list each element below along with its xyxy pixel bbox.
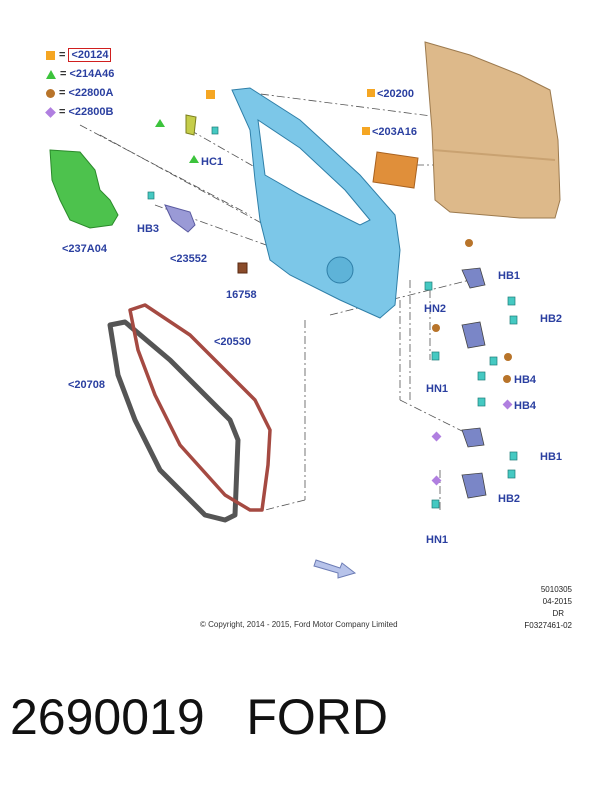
door-exploded-diagram: <20200 <203A16 HC1 HB3 <237A04 <23552 16…	[49, 41, 562, 579]
label-door-shell: <20200	[377, 88, 414, 100]
latch-part	[164, 204, 196, 233]
outer-seal-part	[107, 319, 241, 523]
equals-sign: =	[59, 106, 66, 118]
brand-name: FORD	[246, 689, 388, 745]
label-hb2-bottom: HB2	[498, 493, 520, 505]
square-icon	[46, 50, 55, 60]
legend-item-22800a: = <22800A	[46, 86, 113, 100]
label-hb4-a: HB4	[514, 374, 537, 386]
part-number: 2690019	[10, 689, 205, 745]
view-direction-arrow-icon	[313, 559, 357, 579]
label-hn2: HN2	[424, 303, 446, 315]
copyright-text: © Copyright, 2014 - 2015, Ford Motor Com…	[200, 620, 398, 629]
legend-code: <20124	[68, 48, 112, 62]
equals-sign: =	[60, 68, 67, 80]
door-shell-part	[424, 41, 561, 219]
door-shell-crease	[432, 149, 556, 161]
legend-item-22800b: = <22800B	[45, 105, 114, 119]
legend-code: <214A46	[69, 68, 115, 80]
doc-number: 5010305	[540, 585, 572, 594]
trim-pad-part	[49, 149, 119, 229]
part-caption: 2690019 FORD	[10, 688, 388, 746]
doc-date: 04-2015	[542, 597, 572, 606]
label-panel: <203A16	[372, 126, 417, 138]
legend-code: <22800B	[68, 106, 114, 118]
hinge-hardware	[147, 126, 518, 509]
doc-dr: DR	[552, 609, 564, 618]
legend-code: <22800A	[68, 87, 114, 99]
legend-item-20124: = <20124	[46, 48, 112, 62]
equals-sign: =	[59, 87, 66, 99]
equals-sign: =	[59, 49, 66, 61]
label-hb4-b: HB4	[514, 400, 537, 412]
label-hb1-bottom: HB1	[540, 451, 562, 463]
inner-seal-part	[128, 303, 272, 512]
label-trim-pad: <237A04	[62, 243, 108, 255]
label-hb2-top: HB2	[540, 313, 562, 325]
label-hn1-bottom: HN1	[426, 534, 448, 546]
hook-part	[185, 114, 197, 136]
label-hc1: HC1	[201, 156, 223, 168]
speaker-opening	[326, 256, 354, 284]
label-clip: 16758	[226, 289, 257, 301]
label-hb1-top: HB1	[498, 270, 520, 282]
label-latch: <23552	[170, 253, 207, 265]
panel-part	[372, 151, 419, 189]
label-hn1-mid: HN1	[426, 383, 448, 395]
clip-part	[237, 262, 248, 274]
diagram-markers	[155, 89, 513, 486]
figure-number: F0327461-02	[524, 621, 572, 630]
label-inner-seal: <20530	[214, 336, 251, 348]
inner-door-window-opening	[257, 118, 371, 226]
label-hb3: HB3	[137, 223, 159, 235]
label-outer-seal: <20708	[68, 379, 105, 391]
triangle-icon	[46, 69, 56, 79]
circle-icon	[46, 88, 55, 98]
legend-item-214a46: = <214A46	[46, 67, 114, 81]
